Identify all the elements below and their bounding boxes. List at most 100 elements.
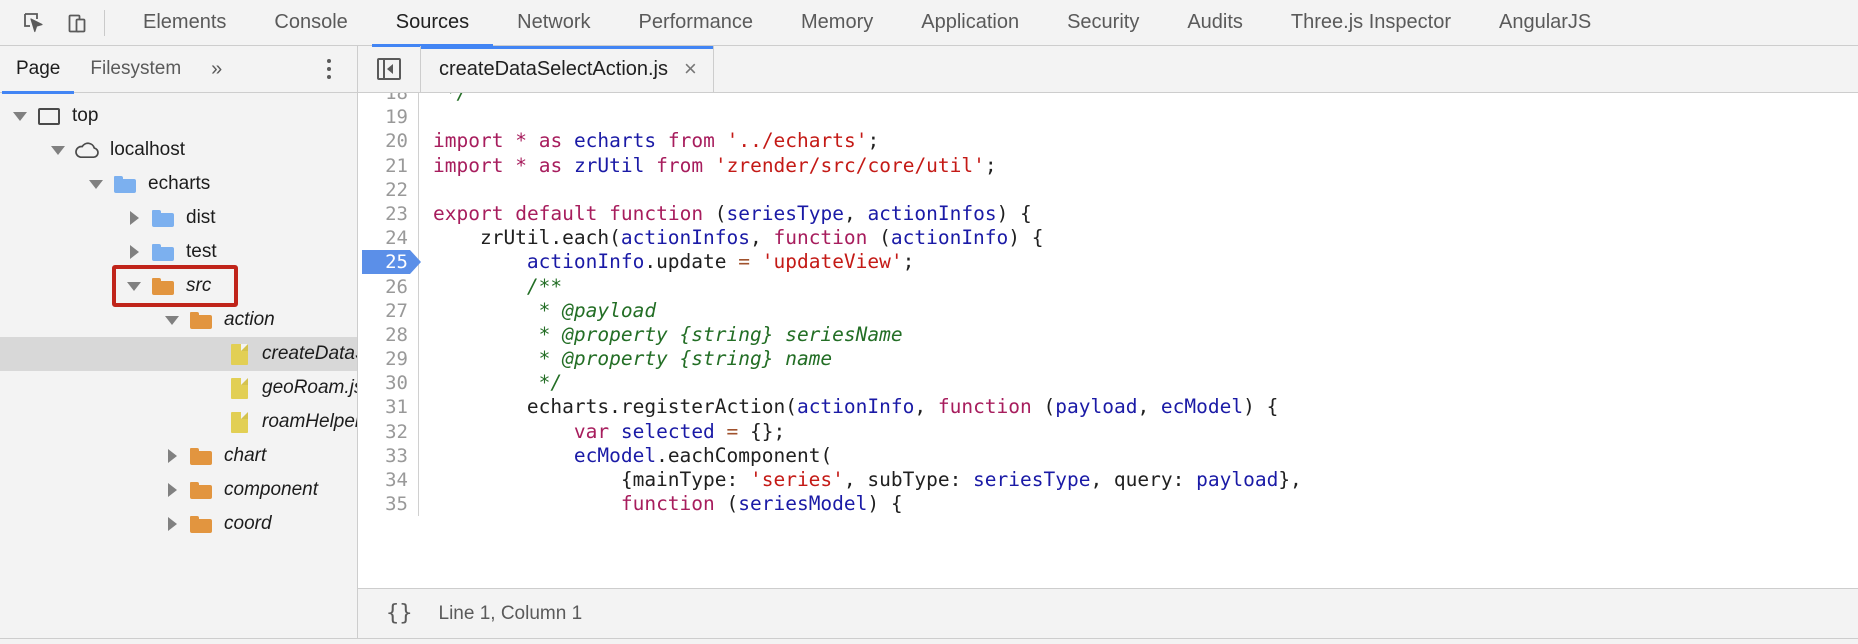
code-line-text[interactable]: */	[418, 93, 1858, 106]
code-line-text[interactable]: * @payload	[418, 298, 1858, 323]
code-line-text[interactable]: zrUtil.each(actionInfos, function (actio…	[418, 226, 1858, 251]
editor-panel: createDataSelectAction.js × 18 */19 20im…	[358, 46, 1858, 638]
tree-item-label: src	[186, 275, 212, 296]
code-token: ,	[914, 395, 938, 419]
line-number[interactable]: 30	[358, 371, 418, 395]
collapse-sidebar-icon[interactable]	[358, 46, 420, 92]
tab-audits[interactable]: Audits	[1163, 0, 1267, 46]
line-number-label: 23	[385, 202, 408, 225]
line-number[interactable]: 24	[358, 226, 418, 250]
editor-file-tab[interactable]: createDataSelectAction.js ×	[420, 46, 714, 92]
devtools-toolbar: Elements Console Sources Network Perform…	[0, 0, 1858, 47]
chevron-down-icon[interactable]	[48, 145, 68, 155]
code-line-text[interactable]: * @property {string} name	[418, 347, 1858, 372]
chevron-right-icon[interactable]	[162, 449, 182, 463]
navigator-overflow-icon[interactable]: »	[211, 57, 223, 80]
line-number[interactable]: 28	[358, 323, 418, 347]
code-token: * @property {string} name	[433, 347, 833, 371]
tree-item-top[interactable]: top	[0, 99, 357, 133]
inspect-cursor-icon[interactable]	[12, 0, 56, 46]
chevron-right-icon[interactable]	[162, 517, 182, 531]
code-line-text[interactable]: */	[418, 371, 1858, 396]
line-number[interactable]: 26	[358, 275, 418, 299]
line-number[interactable]: 33	[358, 444, 418, 468]
tab-console[interactable]: Console	[250, 0, 371, 46]
code-token: ,	[843, 201, 868, 225]
code-line-text[interactable]: import * as echarts from '../echarts';	[418, 129, 1858, 154]
line-number[interactable]: 31	[358, 395, 418, 419]
tree-item-src[interactable]: src	[0, 269, 357, 303]
tab-network[interactable]: Network	[493, 0, 614, 46]
code-line: 29 * @property {string} name	[358, 347, 1858, 372]
chevron-right-icon[interactable]	[162, 483, 182, 497]
code-line-text[interactable]: function (seriesModel) {	[418, 492, 1858, 517]
tab-security[interactable]: Security	[1043, 0, 1163, 46]
tree-item-roamhelper-js[interactable]: roamHelper.js	[0, 405, 357, 439]
line-number[interactable]: 21	[358, 154, 418, 178]
line-number[interactable]: 29	[358, 347, 418, 371]
code-token: 'updateView'	[761, 250, 903, 274]
line-number[interactable]: 34	[358, 468, 418, 492]
code-token: , query:	[1090, 468, 1197, 491]
tab-sources[interactable]: Sources	[371, 0, 494, 47]
line-number[interactable]: 19	[358, 105, 418, 129]
breakpoint-marker[interactable]: 25	[358, 250, 421, 275]
tab-angularjs[interactable]: AngularJS	[1475, 0, 1615, 46]
line-number[interactable]: 32	[358, 420, 418, 444]
code-line-text[interactable]: {mainType: 'series', subType: seriesType…	[418, 468, 1858, 493]
chevron-right-icon[interactable]	[124, 245, 144, 259]
code-line: 28 * @property {string} seriesName	[358, 322, 1858, 348]
code-line-text[interactable]: * @property {string} seriesName	[418, 322, 1858, 348]
tree-item-createdataselectacti[interactable]: createDataSelectActi	[0, 337, 357, 371]
tree-item-echarts[interactable]: echarts	[0, 167, 357, 201]
code-line-text[interactable]	[418, 105, 1858, 130]
tab-threejs-inspector[interactable]: Three.js Inspector	[1267, 0, 1475, 46]
navigator-more-options-icon[interactable]	[323, 55, 335, 83]
code-line-text[interactable]: echarts.registerAction(actionInfo, funct…	[418, 395, 1858, 420]
code-line-text[interactable]	[418, 177, 1858, 202]
chevron-down-icon[interactable]	[10, 111, 30, 121]
line-number[interactable]: 20	[358, 129, 418, 153]
tab-elements[interactable]: Elements	[119, 0, 250, 46]
tree-item-chart[interactable]: chart	[0, 439, 357, 473]
navigator-tab-filesystem[interactable]: Filesystem	[90, 46, 181, 93]
chevron-down-icon[interactable]	[124, 281, 144, 291]
tree-item-localhost[interactable]: localhost	[0, 133, 357, 167]
tree-item-coord[interactable]: coord	[0, 507, 357, 541]
tree-item-component[interactable]: component	[0, 473, 357, 507]
chevron-right-icon[interactable]	[124, 211, 144, 225]
code-token: ;	[867, 129, 880, 153]
tab-application[interactable]: Application	[897, 0, 1043, 46]
tree-item-georoam-js[interactable]: geoRoam.js	[0, 371, 357, 405]
line-number[interactable]: 35	[358, 492, 418, 516]
navigator-tab-page[interactable]: Page	[1, 46, 75, 94]
chevron-down-icon[interactable]	[162, 315, 182, 325]
tab-label: Performance	[638, 11, 754, 33]
tree-item-label: chart	[224, 445, 267, 466]
code-line: 25 actionInfo.update = 'updateView';	[358, 250, 1858, 275]
tree-item-test[interactable]: test	[0, 235, 357, 269]
device-toolbar-icon[interactable]	[56, 0, 100, 46]
code-line-text[interactable]: var selected = {};	[418, 419, 1858, 444]
close-icon[interactable]: ×	[684, 56, 697, 81]
line-number[interactable]: 22	[358, 178, 418, 202]
line-number-label: 28	[385, 323, 408, 346]
chevron-down-icon[interactable]	[86, 179, 106, 189]
line-number[interactable]: 27	[358, 299, 418, 323]
code-line-text[interactable]: export default function (seriesType, act…	[418, 201, 1858, 227]
code-line-text[interactable]: import * as zrUtil from 'zrender/src/cor…	[418, 153, 1858, 178]
code-line-text[interactable]: /**	[418, 274, 1858, 299]
tree-item-dist[interactable]: dist	[0, 201, 357, 235]
tab-memory[interactable]: Memory	[777, 0, 897, 46]
line-number[interactable]: 23	[358, 202, 418, 226]
code-line-text[interactable]: actionInfo.update = 'updateView';	[418, 250, 1858, 275]
code-line-text[interactable]: ecModel.eachComponent(	[418, 443, 1858, 469]
tree-item-action[interactable]: action	[0, 303, 357, 337]
code-token: .update	[644, 250, 739, 274]
tab-performance[interactable]: Performance	[615, 0, 778, 46]
line-number[interactable]: 18	[358, 93, 418, 105]
pretty-print-icon[interactable]: {}	[386, 601, 413, 626]
